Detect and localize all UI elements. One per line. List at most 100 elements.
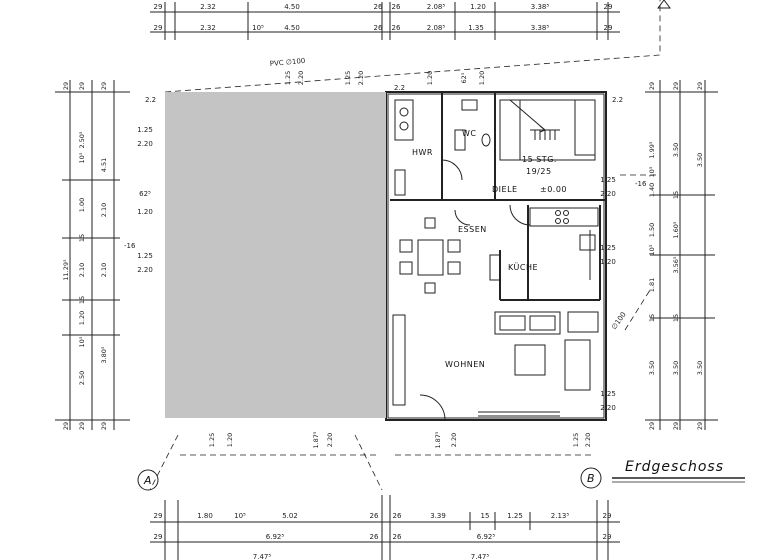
dim-right-col2-6: 3.50 <box>672 361 680 375</box>
dim-bottom-row2-2: 26 <box>370 533 379 541</box>
corner-label-tr2: 2.2 <box>612 96 623 104</box>
hwr-fixtures <box>394 99 414 196</box>
dim-top-row1-4: 26 <box>392 3 401 11</box>
dim-bottom-open-4: 1.87⁵ <box>434 431 442 448</box>
dim-left-col1-8: 10⁵ <box>78 336 86 347</box>
dim-bottom-row2-1: 6.92⁵ <box>266 533 285 541</box>
dim-right-col2-2: 15 <box>672 191 680 199</box>
dim-right-col3-0: 29 <box>696 82 704 90</box>
dim-left-col1-9: 2.50 <box>78 371 86 385</box>
dim-top-row2-2: 10⁵ <box>252 24 264 32</box>
dim-bottom-row3-0: 7.47⁵ <box>253 553 272 560</box>
level-label: ±0.00 <box>540 185 567 194</box>
dim-bottom-row2-3: 26 <box>393 533 402 541</box>
dim-right-col1-8: 3.50 <box>648 361 656 375</box>
stairs-ratio-label: 19/25 <box>526 167 552 176</box>
dim-right-open-5: 2.20 <box>600 404 616 412</box>
dim-right-col2-3: 1.60⁵ <box>672 221 680 238</box>
room-label-kueche: KÜCHE <box>508 262 538 272</box>
dim-bottom-row1-0: 29 <box>154 512 163 520</box>
kitchen-fixtures <box>489 207 599 281</box>
dim-top-row1-5: 2.08⁵ <box>427 3 446 11</box>
top-dimension-chain <box>150 2 620 40</box>
dim-right-open-2: 1.25 <box>600 244 616 252</box>
dim-top-row2-6: 2.08⁵ <box>427 24 446 32</box>
axis-label-b: B <box>587 472 595 485</box>
dim-right-open-1: 2.20 <box>600 190 616 198</box>
dim-top-row1-6: 1.20 <box>470 3 486 11</box>
dim-left-open-1: 2.20 <box>137 140 153 148</box>
dim-bottom-row2-5: 29 <box>603 533 612 541</box>
living-room-furniture <box>392 311 599 406</box>
room-label-hwr: HWR <box>412 148 433 157</box>
left-dimension-chain <box>55 80 130 430</box>
dim-bottom-row1-8: 1.25 <box>507 512 523 520</box>
level-left: -16 <box>124 242 136 250</box>
dim-top-row2-7: 1.35 <box>468 24 484 32</box>
right-dimension-chain <box>645 80 718 430</box>
dim-bottom-row1-2: 10⁵ <box>234 512 246 520</box>
dim-top-open-right-0: 1.20 <box>426 71 434 85</box>
dim-top-row1-7: 3.38⁵ <box>531 3 550 11</box>
dashed-outline <box>149 0 661 491</box>
dim-left-col2-3: 2.10 <box>100 263 108 277</box>
dim-top-open-right-1: 62⁵ <box>460 72 468 83</box>
dim-top-row1-2: 4.50 <box>284 3 300 11</box>
dim-bottom-row1-10: 29 <box>603 512 612 520</box>
corner-label-tr1: 2.2 <box>394 84 405 92</box>
dim-right-col1-1: 1.99⁵ <box>648 141 656 158</box>
dim-left-col1-3: 1.00 <box>78 198 86 212</box>
walls <box>385 91 607 421</box>
dim-bottom-row3-1: 7.47⁵ <box>471 553 490 560</box>
dim-top-row2-4: 26 <box>374 24 383 32</box>
staircase <box>499 99 596 161</box>
dim-right-col3-2: 3.50 <box>696 361 704 375</box>
dim-right-col1-5: 10⁵ <box>648 244 656 255</box>
pvc-note-top: PVC ∅100 <box>269 57 305 68</box>
dim-left-open-5: 2.20 <box>137 266 153 274</box>
bottom-dimension-chain <box>150 495 620 560</box>
dim-top-row1-1: 2.32 <box>200 3 216 11</box>
windows-and-doors <box>419 159 560 421</box>
dim-bottom-row1-4: 26 <box>370 512 379 520</box>
dim-top-row2-3: 4.50 <box>284 24 300 32</box>
room-label-diele: DIELE <box>492 185 518 194</box>
dim-top-row2-1: 2.32 <box>200 24 216 32</box>
dim-left-col1-2: 10⁵ <box>78 152 86 163</box>
dimension-labels: 29 2.32 4.50 26 26 2.08⁵ 1.20 3.38⁵ 29 29 2.32 10⁵ 4… <box>62 3 704 560</box>
dim-top-row2-5: 26 <box>392 24 401 32</box>
dim-top-row1-3: 26 <box>374 3 383 11</box>
dim-top-row2-9: 29 <box>604 24 613 32</box>
dim-top-open-right-2: 1.20 <box>478 71 486 85</box>
dim-left-col2-5: 29 <box>100 422 108 430</box>
dim-left-col1-6: 15 <box>78 296 86 304</box>
dim-left-open-0: 1.25 <box>137 126 153 134</box>
dim-left-col1-1: 2.50⁵ <box>78 131 86 148</box>
dim-left-open-2: 62⁵ <box>139 190 151 198</box>
dim-right-col3-3: 29 <box>696 422 704 430</box>
room-label-essen: ESSEN <box>458 225 487 234</box>
dim-top-row1-8: 29 <box>604 3 613 11</box>
plan-title: Erdgeschoss <box>625 459 724 475</box>
dim-left-col2-1: 4.51 <box>100 158 108 172</box>
north-arrow-icon <box>657 0 671 9</box>
dim-left-col2-0: 29 <box>100 82 108 90</box>
dim-right-col2-1: 3.50 <box>672 143 680 157</box>
dim-right-open-0: 1.25 <box>600 176 616 184</box>
dim-right-col1-2: 10⁵ <box>648 166 656 177</box>
dim-top-row2-0: 29 <box>154 24 163 32</box>
dim-right-col1-0: 29 <box>648 82 656 90</box>
dim-right-col2-4: 3.56⁵ <box>672 256 680 273</box>
dim-top-open-left-3: 2.20 <box>357 71 365 85</box>
room-label-wc: WC <box>462 129 477 138</box>
dim-left-col1-4: 15 <box>78 234 86 242</box>
dim-right-col2-5: 15 <box>672 314 680 322</box>
dim-left-open-3: 1.20 <box>137 208 153 216</box>
dim-bottom-open-7: 2.20 <box>584 433 592 447</box>
axis-marker-b <box>580 467 602 489</box>
dim-left-col1-0: 29 <box>78 82 86 90</box>
dim-bottom-row1-3: 5.02 <box>282 512 298 520</box>
dim-left-col1-5: 2.10 <box>78 263 86 277</box>
dim-right-col2-0: 29 <box>672 82 680 90</box>
dim-top-open-left-0: 1.25 <box>284 71 292 85</box>
